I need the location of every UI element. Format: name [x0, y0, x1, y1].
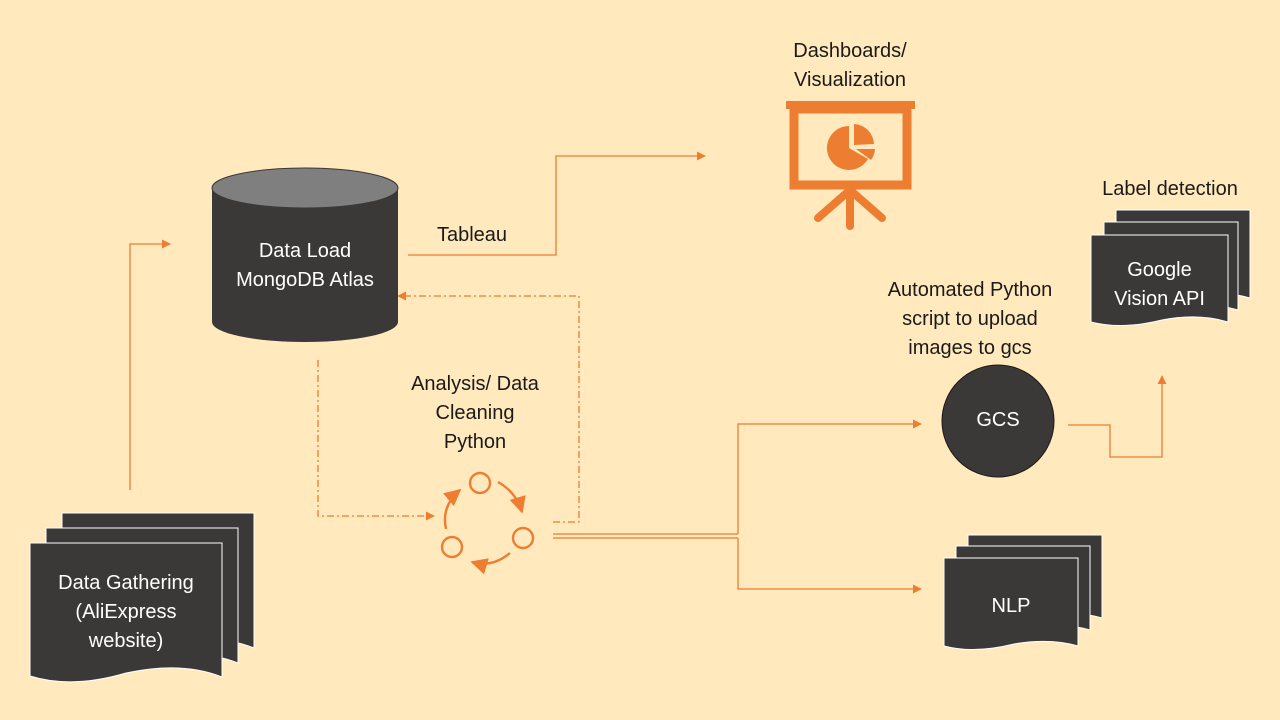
edge-analysis-to-gcs: [737, 419, 922, 534]
cycle-icon: [440, 471, 535, 575]
tableau-edge-label: Tableau: [436, 224, 508, 246]
data-gathering-node: [29, 512, 255, 683]
edge-analysis-trunk: [553, 533, 738, 539]
edge-load-to-dashboards: [408, 151, 706, 256]
nlp-node: [943, 534, 1103, 651]
google-vision-label: Google Vision API: [1114, 259, 1205, 310]
data-load-node: [211, 167, 399, 342]
edge-analysis-to-nlp: [737, 538, 922, 594]
edge-gcs-to-vision: [1068, 375, 1167, 458]
dashboards-label: Dashboards/ Visualization: [793, 40, 907, 91]
data-load-label: Data Load MongoDB Atlas: [236, 240, 374, 291]
google-vision-node: [1090, 209, 1251, 327]
presentation-board-icon: [786, 101, 915, 230]
gcs-label: GCS: [976, 409, 1020, 431]
gcs-node: [941, 364, 1055, 478]
nlp-label: NLP: [991, 595, 1031, 617]
label-detection-label: Label detection: [1102, 178, 1238, 200]
edge-gathering-to-load: [129, 239, 171, 490]
data-gathering-label: Data Gathering (AliExpress website): [58, 572, 194, 652]
analysis-label: Analysis/ Data Cleaning Python: [411, 373, 539, 453]
edge-load-to-analysis: [317, 360, 435, 521]
automated-script-label: Automated Python script to upload images…: [887, 279, 1053, 359]
edge-analysis-to-load: [397, 291, 580, 523]
